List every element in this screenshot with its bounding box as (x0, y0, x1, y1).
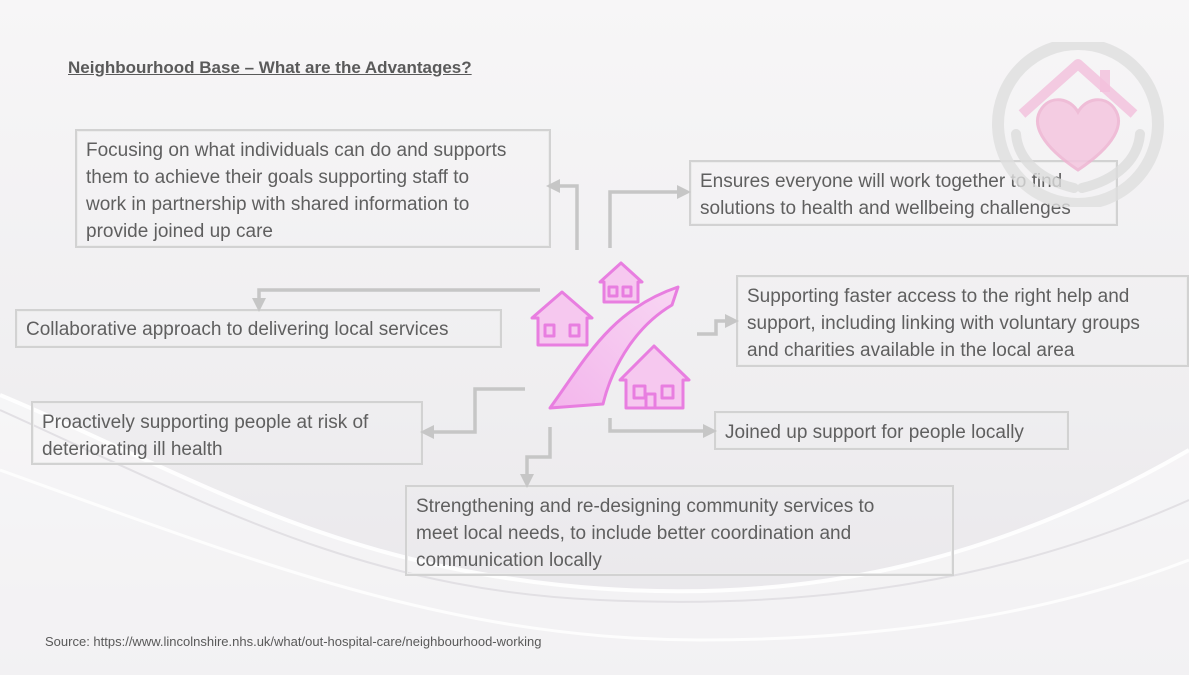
source-citation: Source: https://www.lincolnshire.nhs.uk/… (45, 634, 542, 649)
advantage-text-line: Joined up support for people locally (725, 422, 1024, 443)
advantage-text-line: Ensures everyone will work together to f… (700, 171, 1063, 192)
advantage-text-line: Strengthening and re-designing community… (416, 496, 875, 517)
advantage-text-line: communication locally (416, 550, 602, 571)
advantage-text-line: them to achieve their goals supporting s… (86, 167, 470, 188)
heart-house-hands-icon (992, 42, 1164, 207)
advantage-box-joined-up: Joined up support for people locally (714, 411, 1069, 450)
advantage-text-line: Focusing on what individuals can do and … (86, 140, 507, 161)
advantage-text-line: Proactively supporting people at risk of (42, 412, 369, 433)
advantage-text-line: meet local needs, to include better coor… (416, 523, 852, 544)
advantage-text-line: provide joined up care (86, 221, 273, 242)
advantage-box-faster-access: Supporting faster access to the right he… (736, 275, 1189, 367)
slide-title: Neighbourhood Base – What are the Advant… (68, 58, 472, 77)
advantage-text-line: Collaborative approach to delivering loc… (26, 319, 449, 340)
advantage-box-person-centred: Focusing on what individuals can do and … (75, 129, 551, 248)
advantage-box-work-together: Ensures everyone will work together to f… (689, 160, 1118, 226)
advantage-text-line: solutions to health and wellbeing challe… (700, 198, 1071, 219)
advantage-text-line: deteriorating ill health (42, 439, 223, 460)
advantage-text-line: support, including linking with voluntar… (747, 313, 1140, 334)
advantage-box-collaborative: Collaborative approach to delivering loc… (15, 309, 502, 348)
advantage-box-strengthening: Strengthening and re-designing community… (405, 485, 954, 576)
advantage-box-proactive: Proactively supporting people at risk of… (31, 401, 423, 465)
advantage-text-line: work in partnership with shared informat… (86, 194, 470, 215)
advantage-text-line: Supporting faster access to the right he… (747, 286, 1130, 307)
advantage-text-line: and charities available in the local are… (747, 340, 1075, 361)
